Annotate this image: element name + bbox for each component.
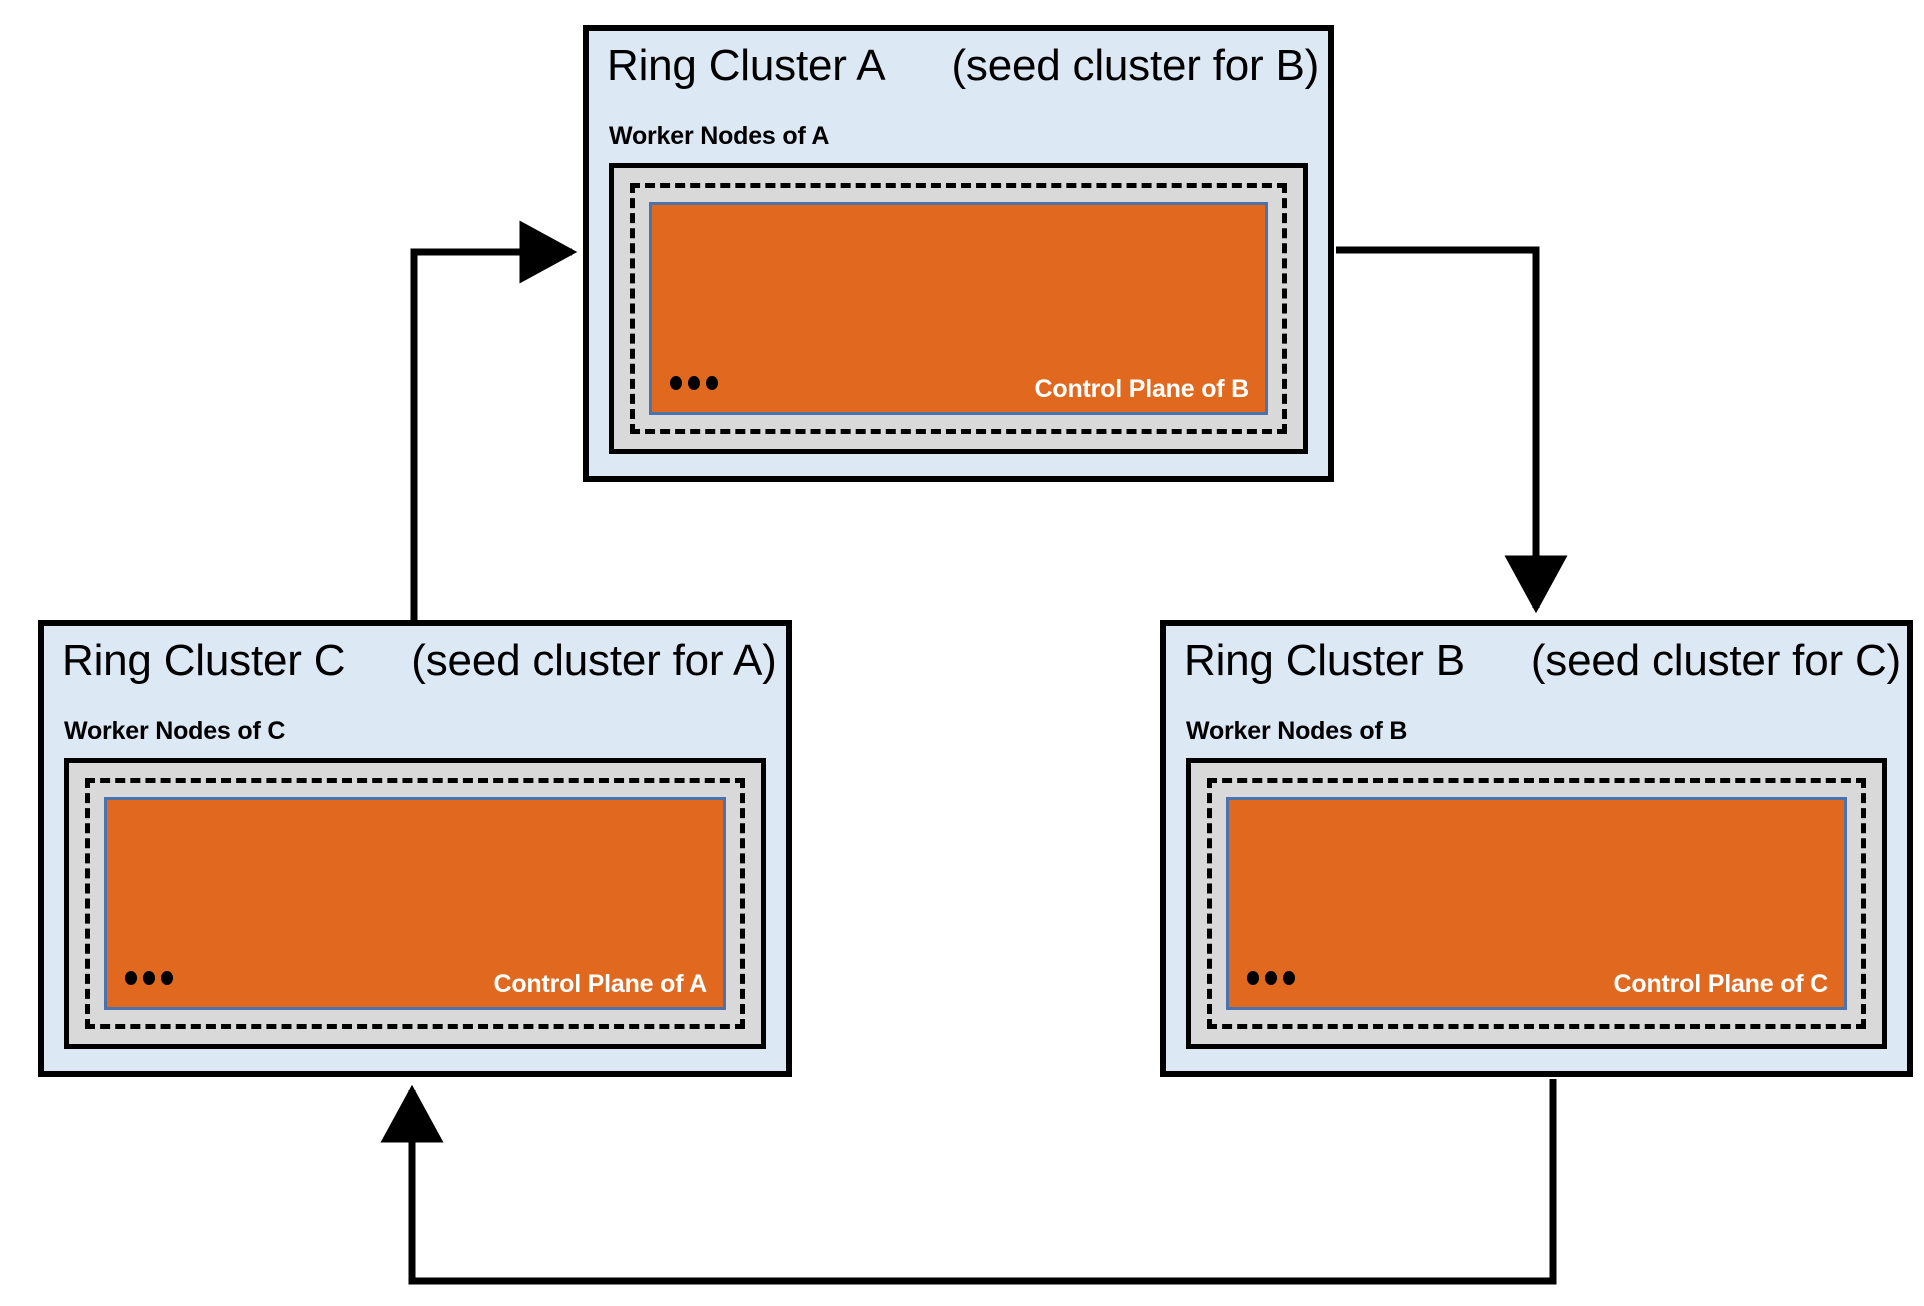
cluster-a-seed-note: (seed cluster for B) bbox=[951, 41, 1320, 90]
cluster-c-seed-note: (seed cluster for A) bbox=[411, 636, 777, 685]
cluster-c-ellipsis-icon bbox=[125, 971, 173, 985]
ring-cluster-b[interactable]: Ring Cluster B (seed cluster for C) Work… bbox=[1160, 620, 1913, 1077]
cluster-c-title: Ring Cluster C (seed cluster for A) bbox=[62, 636, 777, 685]
connector-a-to-b bbox=[1336, 246, 1568, 614]
cluster-c-worker-node-boundary: Control Plane of A bbox=[85, 778, 745, 1029]
cluster-c-name: Ring Cluster C bbox=[62, 636, 346, 685]
connector-b-to-c bbox=[380, 1079, 1557, 1285]
cluster-b-name: Ring Cluster B bbox=[1184, 636, 1465, 685]
ring-cluster-a[interactable]: Ring Cluster A (seed cluster for B) Work… bbox=[583, 25, 1334, 482]
cluster-a-title: Ring Cluster A (seed cluster for B) bbox=[607, 41, 1320, 90]
cluster-b-title: Ring Cluster B (seed cluster for C) bbox=[1184, 636, 1901, 685]
ring-cluster-c[interactable]: Ring Cluster C (seed cluster for A) Work… bbox=[38, 620, 792, 1077]
cluster-b-control-plane-box[interactable]: Control Plane of C bbox=[1226, 797, 1847, 1010]
cluster-a-name: Ring Cluster A bbox=[607, 41, 886, 90]
cluster-b-worker-label: Worker Nodes of B bbox=[1186, 717, 1408, 745]
cluster-b-control-plane-label: Control Plane of C bbox=[1613, 970, 1829, 998]
cluster-a-control-plane-label: Control Plane of B bbox=[1034, 375, 1250, 403]
cluster-b-worker-node-boundary: Control Plane of C bbox=[1207, 778, 1866, 1029]
cluster-a-worker-label: Worker Nodes of A bbox=[609, 122, 830, 150]
cluster-b-seed-note: (seed cluster for C) bbox=[1530, 636, 1901, 685]
cluster-a-ellipsis-icon bbox=[670, 376, 718, 390]
cluster-c-control-plane-box[interactable]: Control Plane of A bbox=[104, 797, 726, 1010]
cluster-c-worker-node-group: Control Plane of A bbox=[64, 758, 766, 1049]
cluster-b-worker-node-group: Control Plane of C bbox=[1186, 758, 1887, 1049]
cluster-b-ellipsis-icon bbox=[1247, 971, 1295, 985]
cluster-a-control-plane-box[interactable]: Control Plane of B bbox=[649, 202, 1268, 415]
connector-c-to-a bbox=[410, 220, 578, 622]
cluster-a-worker-node-boundary: Control Plane of B bbox=[630, 183, 1287, 434]
cluster-c-control-plane-label: Control Plane of A bbox=[493, 970, 707, 998]
cluster-a-worker-node-group: Control Plane of B bbox=[609, 163, 1308, 454]
cluster-c-worker-label: Worker Nodes of C bbox=[64, 717, 286, 745]
